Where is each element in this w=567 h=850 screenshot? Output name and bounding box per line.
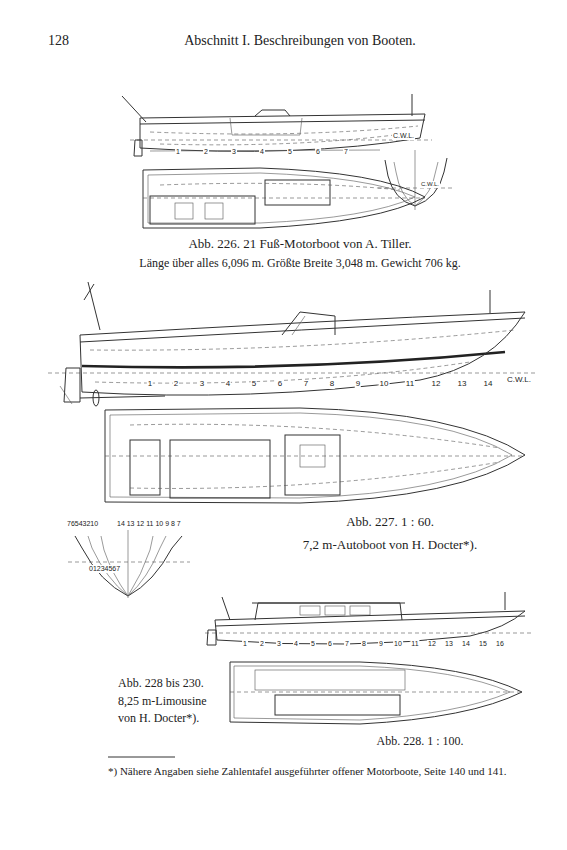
caption-text: 7,2 m-Autoboot von H. Docter*). (303, 538, 477, 552)
drawing-label: 13 (444, 640, 454, 648)
motorboat-plan (143, 168, 425, 228)
caption-text: von H. Docter*). (118, 712, 199, 725)
caption-text: Abb. 227. 1 : 60. (346, 515, 434, 529)
drawing-label: 8 (329, 380, 335, 389)
drawing-label: 12 (427, 640, 437, 648)
drawing-label: 1 (242, 640, 248, 648)
drawing-label: 2 (173, 380, 179, 389)
drawing-label: C.W.L. (392, 132, 415, 140)
drawing-label: 7 (303, 380, 309, 389)
drawing-label: 9 (378, 640, 384, 648)
caption-text: Abb. 226. 21 Fuß-Motorboot von A. Tiller… (188, 237, 411, 251)
caption-text: 8,25 m-Limousine (118, 695, 207, 708)
drawing-label: 9 (355, 380, 361, 389)
limousine-plan (230, 662, 522, 724)
drawing-label: 2 (259, 640, 265, 648)
caption-text: Abb. 228. 1 : 100. (377, 735, 464, 748)
drawing-label: 14 (483, 380, 494, 389)
drawing-label: 4 (225, 380, 231, 389)
autoboat-profile (48, 282, 538, 406)
drawing-label: 14 (461, 640, 471, 648)
drawing-label: 10 (379, 380, 390, 389)
drawing-label: 8 (361, 640, 367, 648)
drawing-label: 3 (231, 148, 237, 156)
drawing-label: 6 (327, 640, 333, 648)
drawing-label: 14 13 12 11 10 9 8 7 (116, 520, 182, 528)
drawing-label: 4 (293, 640, 299, 648)
drawing-label: 6 (277, 380, 283, 389)
drawing-label: 12 (431, 380, 442, 389)
drawing-label: 01234567 (88, 565, 121, 573)
drawing-label: 16 (495, 640, 505, 648)
drawing-label: C.W.L. (506, 376, 532, 385)
caption-text: Abb. 228 bis 230. (118, 677, 204, 690)
drawing-label: 5 (310, 640, 316, 648)
drawing-label: 5 (287, 148, 293, 156)
drawing-label: 11 (405, 380, 415, 389)
drawing-label: 1 (147, 380, 153, 389)
caption-text: *) Nähere Angaben siehe Zahlentafel ausg… (108, 765, 506, 777)
drawing-label: 76543210 (66, 520, 99, 528)
drawing-label: C.W.L. (420, 181, 440, 188)
motorboat-profile (122, 94, 432, 156)
caption-text: Länge über alles 6,096 m. Größte Breite … (139, 257, 460, 270)
drawing-label: 2 (203, 148, 209, 156)
drawing-label: 13 (457, 380, 468, 389)
drawing-label: 3 (199, 380, 205, 389)
body-plan (68, 530, 190, 598)
drawing-label: 11 (410, 640, 419, 648)
drawing-label: 6 (315, 148, 321, 156)
drawing-label: 5 (251, 380, 257, 389)
running-head: Abschnitt I. Beschreibungen von Booten. (184, 33, 416, 48)
drawing-label: 3 (276, 640, 282, 648)
footnote-rule (108, 757, 175, 758)
autoboat-plan (105, 408, 525, 503)
drawing-label: 7 (344, 640, 350, 648)
caption-text: 128 (48, 33, 69, 48)
drawing-label: 7 (343, 148, 349, 156)
limousine-profile (205, 592, 532, 645)
drawing-label: 10 (393, 640, 403, 648)
body-section (378, 150, 452, 210)
drawing-label: 1 (175, 148, 181, 156)
drawing-label: 15 (478, 640, 488, 648)
drawing-label: 4 (259, 148, 265, 156)
